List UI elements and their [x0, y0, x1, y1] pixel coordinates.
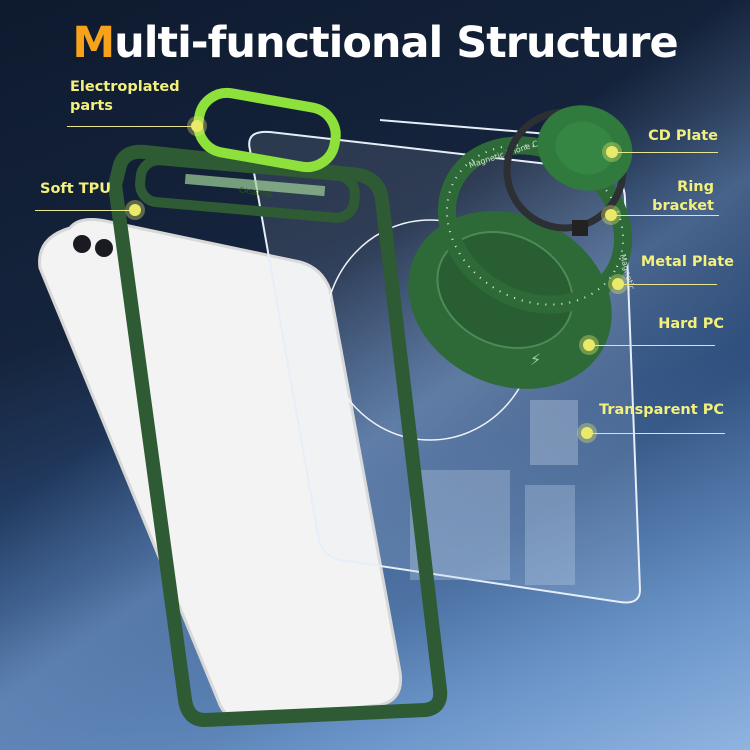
marker-dot	[605, 209, 617, 221]
label-hard-pc: Hard PC	[658, 316, 724, 332]
label-metal-plate: Metal Plate	[640, 254, 734, 270]
label-ring-bracket: Ring bracket	[652, 179, 714, 214]
leader-line	[67, 126, 197, 127]
leader-line	[616, 152, 718, 153]
label-cd-plate: CD Plate	[648, 128, 718, 144]
leader-line	[35, 210, 135, 211]
leader-line	[590, 345, 715, 346]
leader-line	[620, 284, 717, 285]
marker-dot	[583, 339, 595, 351]
leader-line	[614, 215, 719, 216]
marker-dot	[191, 120, 203, 132]
soft-tpu-frame	[107, 144, 448, 728]
marker-dot	[612, 278, 624, 290]
cd-plate	[537, 105, 633, 191]
label-transparent-pc: Transparent PC	[599, 402, 724, 418]
label-soft-tpu: Soft TPU	[40, 181, 111, 197]
marker-dot	[581, 427, 593, 439]
svg-text:⚡: ⚡	[530, 350, 541, 369]
marker-dot	[606, 146, 618, 158]
marker-dot	[129, 204, 141, 216]
leader-line	[590, 433, 725, 434]
label-electroplated-parts: Electroplated parts	[70, 79, 180, 114]
page-title: Multi-functional Structure	[72, 18, 678, 68]
